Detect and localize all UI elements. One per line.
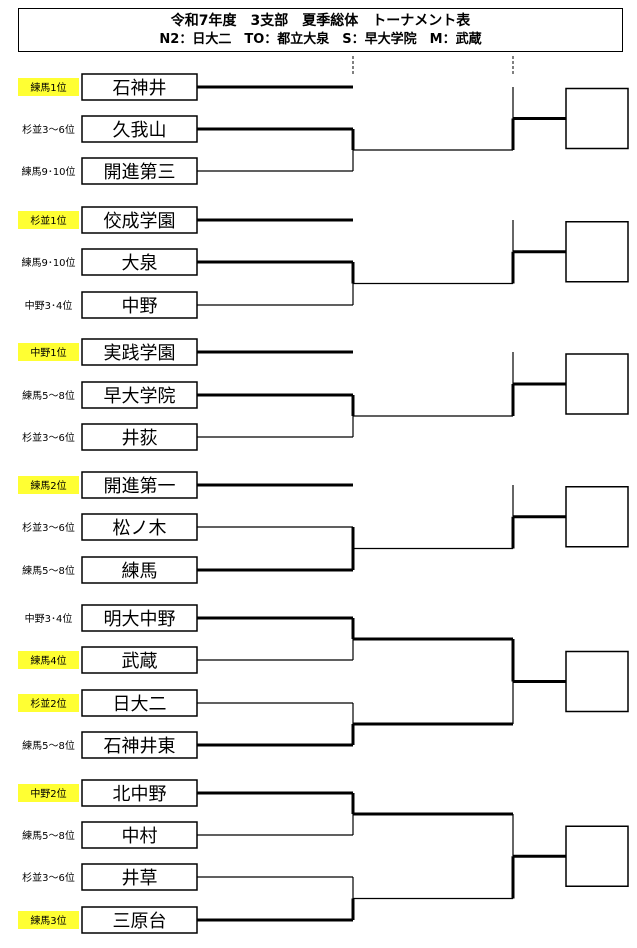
team-name: 明大中野 [104, 609, 176, 630]
team-name-box [81, 604, 198, 632]
team-name: 練馬 [122, 561, 158, 582]
seed-label: 中野3･4位 [25, 299, 73, 312]
team-name: 武蔵 [122, 651, 158, 672]
team-name: 実践学園 [104, 343, 176, 364]
team-name: 三原台 [113, 911, 167, 932]
team-name-box [81, 646, 198, 674]
block-box [565, 353, 629, 415]
team-name-box [81, 338, 198, 366]
seed-highlight [18, 211, 79, 229]
page-title: 令和7年度 3支部 夏季総体 トーナメント表 [170, 13, 471, 29]
team-name: 開進第三 [104, 162, 176, 183]
team-name-box [81, 863, 198, 891]
seed-label: 杉並2位 [30, 697, 66, 710]
seed-label: 杉並1位 [30, 214, 66, 227]
team-name: 北中野 [113, 784, 167, 805]
seed-highlight [18, 694, 79, 712]
seed-highlight [18, 911, 79, 929]
block-box [565, 221, 629, 283]
block-box [565, 825, 629, 887]
team-name-box [81, 779, 198, 807]
team-name-box [81, 423, 198, 451]
seed-label: 練馬5～8位 [22, 564, 75, 577]
seed-label: 中野1位 [30, 346, 66, 359]
seed-label: 練馬3位 [30, 914, 66, 927]
team-name: 石神井 [113, 78, 167, 99]
block-box [565, 87, 629, 150]
seed-highlight [18, 651, 79, 669]
team-name: 中野 [122, 296, 158, 317]
seed-label: 杉並3～6位 [22, 431, 75, 444]
team-name-box [81, 906, 198, 934]
seed-label: 練馬1位 [30, 81, 66, 94]
seed-label: 杉並3～6位 [22, 871, 75, 884]
seed-label: 練馬5～8位 [22, 389, 75, 402]
team-name: 中村 [122, 826, 158, 847]
team-name: 井荻 [122, 428, 158, 449]
seed-label: 練馬5～8位 [22, 739, 75, 752]
team-name-box [81, 556, 198, 584]
team-name: 井草 [122, 868, 158, 889]
team-name: 佼成学園 [104, 211, 176, 232]
seed-highlight [18, 343, 79, 361]
team-name: 松ノ木 [113, 518, 167, 539]
seed-highlight [18, 784, 79, 802]
team-name-box [81, 821, 198, 849]
seed-label: 杉並3～6位 [22, 123, 75, 136]
block-box [565, 486, 629, 548]
seed-label: 練馬9･10位 [21, 256, 75, 269]
block-box [565, 650, 629, 713]
seed-highlight [18, 78, 79, 96]
team-name: 大泉 [122, 253, 158, 274]
seed-label: 練馬2位 [30, 479, 66, 492]
team-name-box [81, 248, 198, 276]
team-name: 久我山 [113, 120, 167, 141]
seed-highlight [18, 476, 79, 494]
seed-label: 中野3･4位 [25, 612, 73, 625]
title-box: 令和7年度 3支部 夏季総体 トーナメント表 N2：日大二 TO：都立大泉 S：… [18, 8, 623, 52]
team-name: 石神井東 [104, 736, 176, 757]
seed-label: 練馬9･10位 [21, 165, 75, 178]
team-name: 日大二 [113, 694, 167, 715]
team-name: 早大学院 [104, 386, 176, 407]
team-name-box [81, 689, 198, 717]
seed-label: 杉並3～6位 [22, 521, 75, 534]
seed-label: 練馬4位 [30, 654, 66, 667]
team-name-box [81, 471, 198, 499]
seed-label: 練馬5～8位 [22, 829, 75, 842]
school-code-legend: N2：日大二 TO：都立大泉 S：早大学院 M：武蔵 [159, 32, 482, 47]
team-name-box [81, 291, 198, 319]
seed-label: 中野2位 [30, 787, 66, 800]
team-name: 開進第一 [104, 476, 176, 497]
